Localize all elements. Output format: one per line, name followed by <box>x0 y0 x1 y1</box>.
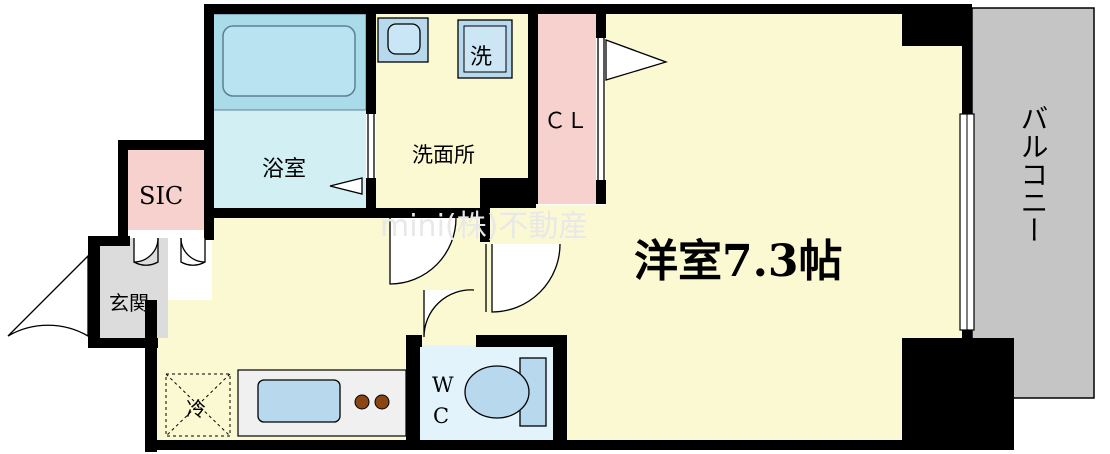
sic-door <box>180 237 206 263</box>
washroom-label: 洗面所 <box>412 143 475 167</box>
fridge-space-icon <box>165 373 231 437</box>
toilet-bowl-icon <box>464 365 530 419</box>
fridge-label: 冷 <box>186 397 206 421</box>
closet-floor <box>538 14 596 204</box>
closet-door <box>605 39 669 81</box>
sic-floor <box>125 148 205 230</box>
room-door <box>491 243 561 313</box>
toilet-label-w: W <box>432 373 454 397</box>
balcony-floor <box>971 7 1095 399</box>
watermark: mini(株)不動産 <box>380 209 588 244</box>
stove-burner-icon <box>354 394 370 410</box>
entrance-label: 玄関 <box>109 291 149 315</box>
toilet-label-c: C <box>433 404 449 428</box>
sink-icon <box>387 23 421 55</box>
walls <box>88 4 1014 452</box>
washer-label: 洗 <box>470 45 492 70</box>
washroom-door <box>389 217 457 285</box>
balcony-label: バルコニー <box>1017 104 1050 244</box>
stove-burner-icon <box>374 394 390 410</box>
toilet-door <box>423 289 475 338</box>
bath-door <box>329 177 363 195</box>
western-room-label: 洋室7.3帖 <box>634 236 843 287</box>
closet-label: ＣＬ <box>544 109 588 134</box>
bathtub-basin <box>222 25 356 97</box>
entrance-door <box>7 254 89 338</box>
sic-label: SIC <box>139 182 183 210</box>
kitchen-sink-icon <box>257 379 341 423</box>
bath-label: 浴室 <box>262 157 306 182</box>
